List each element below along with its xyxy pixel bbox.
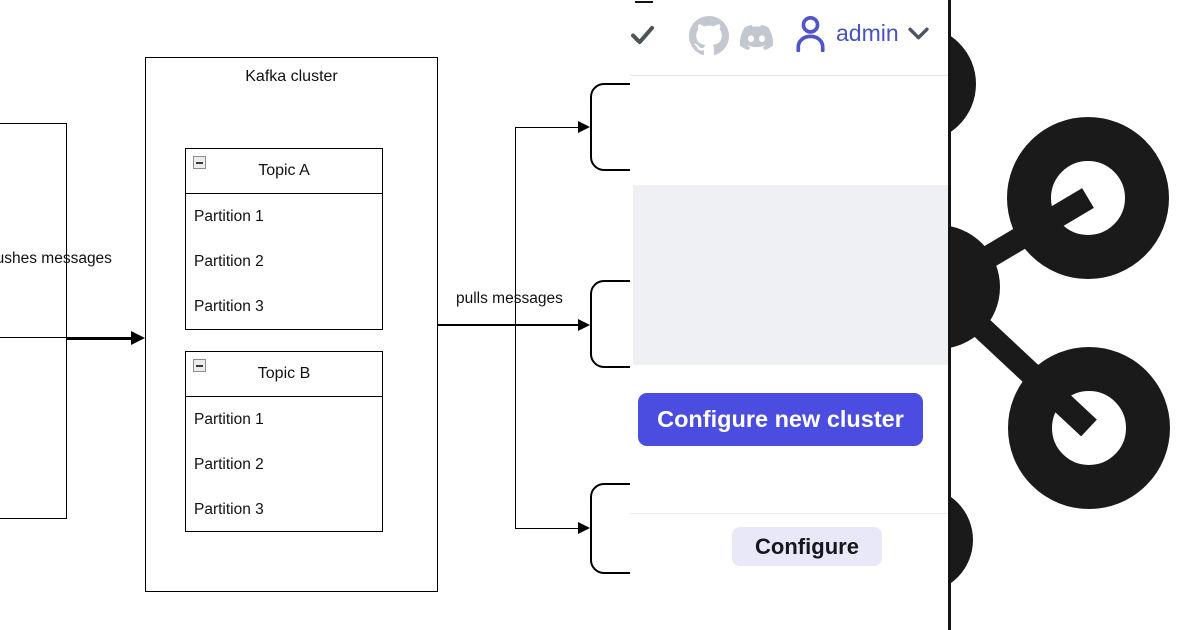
configure-new-cluster-button[interactable]: Configure new cluster xyxy=(638,393,923,446)
kafka-cluster-title: Kafka cluster xyxy=(245,68,338,85)
partition-row: Partition 3 xyxy=(194,500,264,518)
user-menu[interactable]: admin xyxy=(794,14,929,52)
topic-b-title: Topic B xyxy=(257,365,311,382)
user-icon xyxy=(796,15,825,52)
push-label: pushes messages xyxy=(0,250,112,267)
topic-a-title: Topic A xyxy=(258,162,310,179)
configure-button[interactable]: Configure xyxy=(732,527,882,566)
username-label: admin xyxy=(836,19,899,46)
row-divider xyxy=(630,513,948,514)
topic-a-box: Topic A Partition 1 Partition 2 Partitio… xyxy=(185,148,383,330)
partition-row: Partition 3 xyxy=(194,297,264,315)
collapse-icon[interactable] xyxy=(193,156,206,169)
topic-b-header: Topic B xyxy=(186,352,382,397)
app-panel: admin Configure new cluster Configure xyxy=(630,0,951,630)
pull-label: pulls messages xyxy=(456,290,563,307)
top-bar: admin xyxy=(630,0,948,76)
check-icon[interactable] xyxy=(631,26,654,45)
clipped-element-edge xyxy=(635,1,653,3)
topic-a-header: Topic A xyxy=(186,149,382,194)
topic-b-box: Topic B Partition 1 Partition 2 Partitio… xyxy=(185,351,383,532)
producer-box-bottom xyxy=(0,336,67,519)
collapse-icon[interactable] xyxy=(193,359,206,372)
kafka-logo xyxy=(951,0,1200,630)
partition-row: Partition 1 xyxy=(194,410,264,428)
discord-icon[interactable] xyxy=(735,21,778,54)
partition-row: Partition 2 xyxy=(194,455,264,473)
partition-row: Partition 2 xyxy=(194,252,264,270)
producer-box-top xyxy=(0,123,67,338)
chevron-down-icon xyxy=(908,27,929,39)
partition-row: Partition 1 xyxy=(194,207,264,225)
github-icon[interactable] xyxy=(689,16,729,56)
content-placeholder-block xyxy=(633,185,948,365)
